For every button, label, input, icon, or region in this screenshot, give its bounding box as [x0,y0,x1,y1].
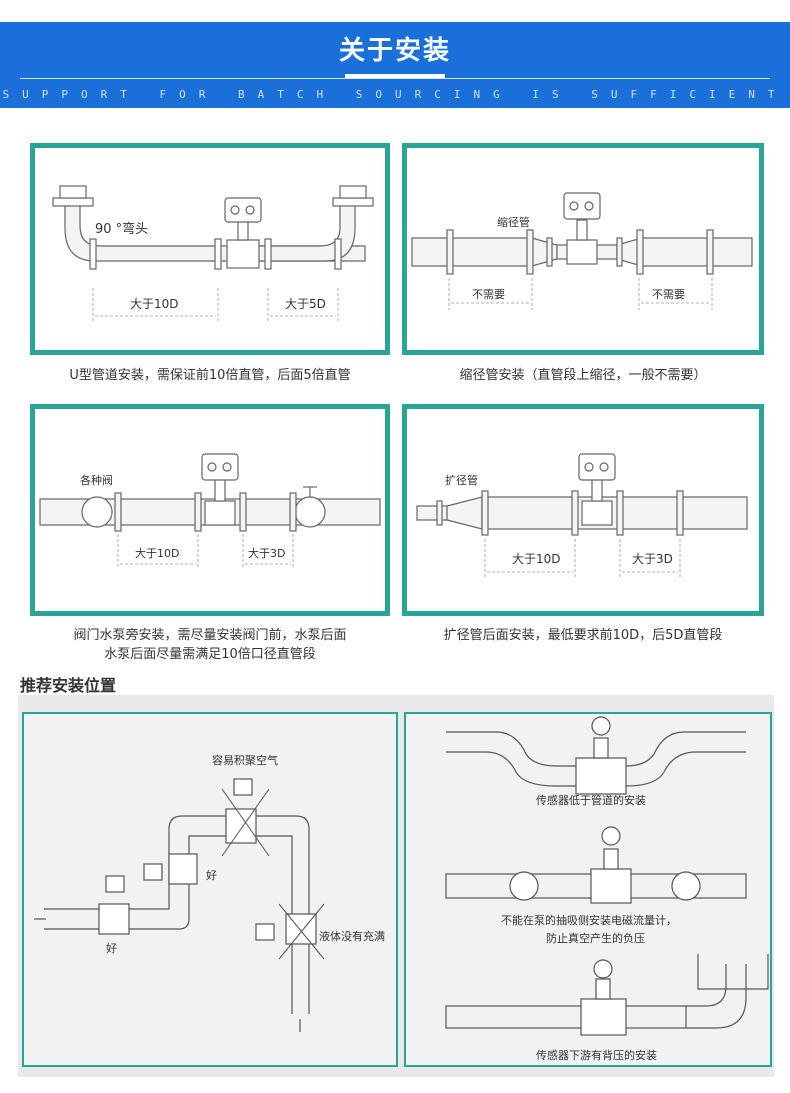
diagram-expander: 扩径管 大于10D 大于3D [402,404,764,616]
diagram-valves: 各种阀 大于10D 大于3D [30,404,390,616]
label-good-1: 好 [206,868,217,882]
title-underline [345,74,445,78]
expander-drawing: 扩径管 大于10D 大于3D [416,453,748,579]
valves-drawing: 各种阀 大于10D 大于3D [39,453,381,569]
label-good-2: 好 [106,941,117,955]
caption-valves: 阀门水泵旁安装，需尽量安装阀门前，水泵后面 水泵后面尽量需满足10倍口径直管段 [30,626,390,664]
label-sensor-low: 传感器低于管道的安装 [536,793,646,807]
u-pipe-drawing: 90 °弯头 大于10D 大于5D [52,185,374,323]
label-3d: 大于3D [632,552,673,566]
recommend-left-drawing: 容易积聚空气 好 好 液体没有充满 [34,753,385,1032]
label-pump-line2: 防止真空产生的负压 [546,931,645,945]
recommend-right-drawing: 传感器低于管道的安装 不能在泵的抽吸侧安装电磁流量计， 防止真空产生的负压 传感… [445,716,769,1062]
caption-valves-line1: 阀门水泵旁安装，需尽量安装阀门前，水泵后面 [73,628,347,643]
banner-subtitle: SUPPORT FOR BATCH SOURCING IS SUFFICIENT [2,88,788,101]
diagram-reducer: 缩径管 不需要 不需要 [402,143,764,355]
caption-u-pipe: U型管道安装，需保证前10倍直管，后面5倍直管 [69,368,351,383]
label-elbow: 90 °弯头 [95,221,148,237]
caption-reducer: 缩径管安装（直管段上缩径，一般不需要） [459,368,707,383]
label-back-pressure: 传感器下游有背压的安装 [536,1048,657,1062]
label-10d: 大于10D [135,546,179,560]
label-not-needed-1: 不需要 [472,288,505,301]
label-reducer: 缩径管 [497,215,530,229]
caption-valves-line2: 水泵后面尽量需满足10倍口径直管段 [104,647,316,662]
caption-expander: 扩径管后面安装，最低要求前10D，后5D直管段 [443,628,723,643]
banner-divider [20,78,770,79]
label-10d: 大于10D [512,552,561,566]
label-5d: 大于5D [285,297,326,311]
label-not-needed-2: 不需要 [652,288,685,301]
recommend-left-panel: 容易积聚空气 好 好 液体没有充满 [22,712,398,1067]
header-banner: 关于安装 SUPPORT FOR BATCH SOURCING IS SUFFI… [0,22,790,108]
diagram-u-pipe: 90 °弯头 大于10D 大于5D [30,143,390,355]
banner-title: 关于安装 [338,36,451,66]
label-pump-line1: 不能在泵的抽吸侧安装电磁流量计， [501,913,677,927]
label-10d: 大于10D [130,297,179,311]
recommend-right-panel: 传感器低于管道的安装 不能在泵的抽吸侧安装电磁流量计， 防止真空产生的负压 传感… [404,712,772,1067]
label-air: 容易积聚空气 [212,753,278,767]
label-3d: 大于3D [248,546,285,560]
label-not-full: 液体没有充满 [319,929,385,943]
reducer-drawing: 缩径管 不需要 不需要 [411,192,753,310]
label-expander: 扩径管 [445,473,478,487]
label-valves: 各种阀 [80,473,113,487]
section-title: 推荐安装位置 [20,676,117,695]
